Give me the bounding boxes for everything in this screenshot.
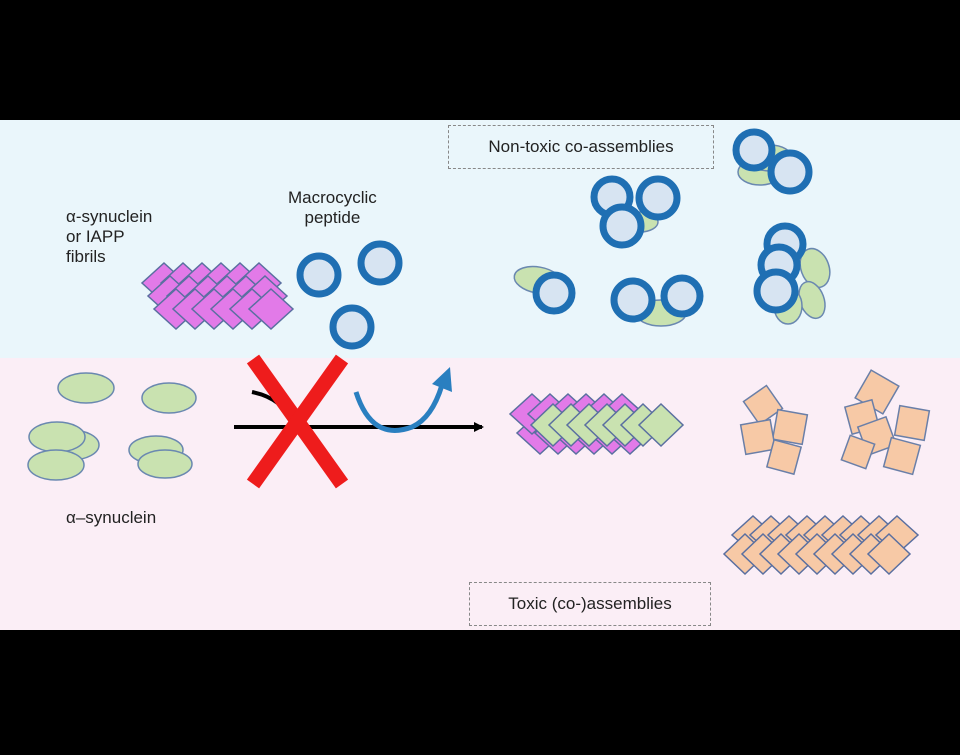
nontoxic-coassemblies: [513, 128, 831, 327]
oligomer-square: [742, 384, 784, 426]
monomer: [57, 372, 115, 404]
curved-arrow-icon: [353, 367, 452, 433]
peptide-ring: [296, 252, 342, 298]
toxic-oligomers: [739, 369, 931, 476]
peptide-group: [296, 240, 403, 350]
toxic-orange-fibril: [722, 514, 920, 576]
oligomer-square: [765, 438, 803, 476]
peptide-ring: [329, 304, 375, 350]
monomer: [141, 382, 197, 414]
peptide-ring: [357, 240, 403, 286]
fibrils-label: α-synuclein or IAPP fibrils: [66, 207, 153, 266]
monomer: [27, 449, 85, 481]
nontoxic-label-box: Non-toxic co-assemblies: [448, 125, 714, 169]
coassembly-peptide: [767, 149, 813, 195]
oligomer-square: [840, 434, 876, 470]
coassembly-peptide: [732, 128, 776, 172]
coassembly-peptide: [599, 203, 645, 249]
peptide-label: Macrocyclic peptide: [288, 188, 377, 227]
oligomer-square: [739, 418, 777, 456]
oligomer-square: [882, 436, 922, 476]
coassembly-monomer: [799, 247, 831, 289]
hybrid-green-unit: [637, 402, 685, 448]
coassembly-peptide: [610, 277, 656, 323]
toxic-label-box: Toxic (co-)assemblies: [469, 582, 711, 626]
fibril-unit: [247, 287, 295, 331]
coassembly-peptide: [660, 274, 704, 318]
monomer: [28, 421, 86, 453]
toxic-hybrid-fibril: [508, 392, 685, 456]
fibril-stack: [140, 261, 295, 331]
monomer-group: [27, 372, 197, 481]
coassembly-peptide: [635, 175, 681, 221]
monomer: [137, 449, 193, 479]
oligomer-square: [771, 408, 809, 446]
monomer-label: α–synuclein: [66, 508, 157, 527]
coassembly-peptide: [753, 268, 799, 314]
oligomer-square: [893, 404, 931, 442]
orange-fibril-unit: [866, 532, 912, 576]
red-x-icon: [246, 354, 349, 489]
coassembly-peptide: [532, 271, 576, 315]
